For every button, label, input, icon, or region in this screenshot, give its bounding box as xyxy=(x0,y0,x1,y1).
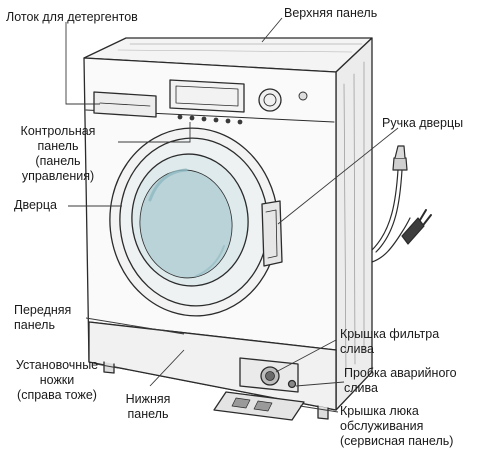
label-bottom-panel: Нижняя панель xyxy=(125,392,171,421)
program-knob xyxy=(258,88,282,112)
leader-detergent-tray xyxy=(65,22,100,105)
label-control-panel: Контрольная панель (панель управления) xyxy=(20,124,96,183)
display-panel-shape xyxy=(169,79,245,113)
leader-door-handle xyxy=(277,127,399,225)
leader-emergency-drain xyxy=(295,381,345,387)
leader-drain-filter xyxy=(275,339,337,373)
leader-bottom-panel xyxy=(149,349,185,387)
label-emergency-drain-plug: Пробка аварийного слива xyxy=(344,366,457,395)
foot-right xyxy=(317,405,329,420)
plug-icon xyxy=(371,209,432,263)
label-door: Дверца xyxy=(14,198,57,212)
hose-icon xyxy=(371,145,408,253)
label-detergent-tray: Лоток для детергентов xyxy=(6,10,138,24)
label-adjustable-feet: Установочные ножки (справа тоже) xyxy=(15,358,99,402)
label-drain-filter-cover: Крышка фильтра слива xyxy=(340,327,440,356)
leader-feet xyxy=(95,363,119,369)
leader-control-panel xyxy=(118,122,191,143)
label-door-handle: Ручка дверцы xyxy=(382,116,464,130)
foot-left xyxy=(103,361,115,374)
label-top-panel: Верхняя панель xyxy=(284,6,378,20)
leader-top-panel xyxy=(261,17,283,43)
leader-service-hatch xyxy=(299,405,339,413)
emergency-drain-plug-shape xyxy=(287,379,297,389)
control-buttons xyxy=(177,114,243,125)
leader-front-panel xyxy=(85,317,185,335)
label-service-hatch-cover: Крышка люка обслуживания (сервисная пане… xyxy=(340,404,454,448)
label-front-panel: Передняя панель xyxy=(14,303,72,332)
